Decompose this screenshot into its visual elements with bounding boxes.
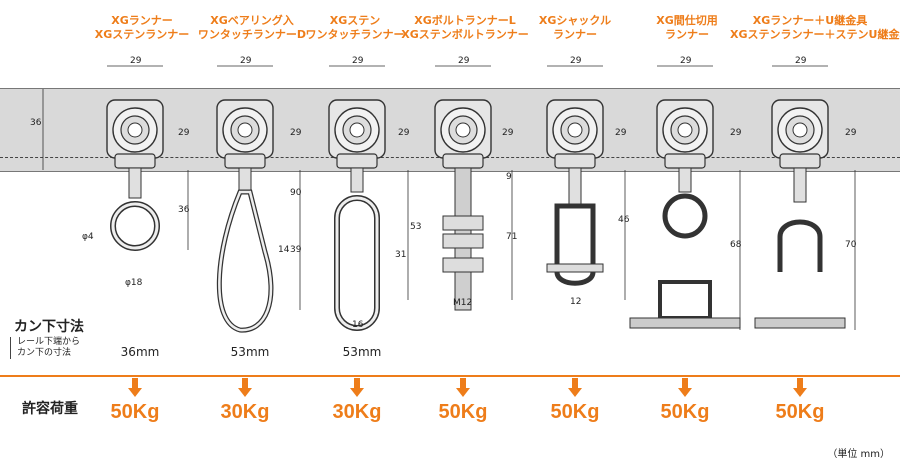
dim-height-1: 29 bbox=[178, 128, 190, 138]
runner-6 bbox=[629, 99, 741, 329]
title-product-5: XGシャックルランナー bbox=[538, 14, 612, 41]
dim-p2-a: 14 bbox=[278, 245, 290, 255]
dim-height-7: 29 bbox=[845, 128, 857, 138]
dim-p4-b: 71 bbox=[506, 232, 518, 242]
kan-value-1: 36mm bbox=[120, 345, 160, 359]
dim-width-3: 29 bbox=[352, 56, 364, 66]
dim-p2-b: 39 bbox=[290, 245, 302, 255]
dim-p3-b: 31 bbox=[395, 250, 407, 260]
dim-p1-ring: φ4 bbox=[82, 232, 94, 242]
runner-2 bbox=[216, 99, 274, 333]
dim-p3-a: 53 bbox=[410, 222, 422, 232]
dim-p5-w: 12 bbox=[570, 297, 582, 307]
runner-7 bbox=[754, 99, 846, 329]
kan-title: カン下寸法 bbox=[14, 319, 84, 335]
dim-p2-total: 90 bbox=[290, 188, 302, 198]
dim-width-6: 29 bbox=[680, 56, 692, 66]
kan-value-2: 53mm bbox=[230, 345, 270, 359]
dim-height-2: 29 bbox=[290, 128, 302, 138]
title-product-3: XGステンワンタッチランナー bbox=[305, 14, 405, 41]
runner-3 bbox=[328, 99, 386, 331]
divider-line bbox=[0, 375, 900, 377]
dim-height-4: 29 bbox=[502, 128, 514, 138]
dim-width-7: 29 bbox=[795, 56, 807, 66]
load-value-3: 30Kg bbox=[332, 401, 382, 423]
dim-p4-a: 9 bbox=[506, 172, 512, 182]
title-product-2: XGベアリング入ワンタッチランナーD bbox=[197, 14, 307, 41]
title-product-6: XG間仕切用ランナー bbox=[656, 14, 718, 41]
dim-p3-w: 16 bbox=[352, 320, 364, 330]
load-title: 許容荷重 bbox=[22, 401, 78, 417]
load-value-7: 50Kg bbox=[775, 401, 825, 423]
dim-width-2: 29 bbox=[240, 56, 252, 66]
runner-1 bbox=[106, 99, 164, 251]
runner-5 bbox=[546, 99, 604, 286]
load-value-5: 50Kg bbox=[550, 401, 600, 423]
kan-value-3: 53mm bbox=[342, 345, 382, 359]
load-value-6: 50Kg bbox=[660, 401, 710, 423]
load-value-2: 30Kg bbox=[220, 401, 270, 423]
dim-p7-a: 70 bbox=[845, 240, 857, 250]
dim-p6-a: 68 bbox=[730, 240, 742, 250]
dim-rail: 36 bbox=[30, 118, 42, 128]
dim-p1-dia: φ18 bbox=[125, 278, 143, 288]
runner-4 bbox=[434, 99, 492, 311]
dim-width-1: 29 bbox=[130, 56, 142, 66]
runner-diagram bbox=[42, 65, 856, 333]
dim-p1-drop: 36 bbox=[178, 205, 190, 215]
load-value-4: 50Kg bbox=[438, 401, 488, 423]
dim-height-6: 29 bbox=[730, 128, 742, 138]
dim-width-4: 29 bbox=[458, 56, 470, 66]
unit-note: （単位 mm） bbox=[827, 449, 890, 460]
dim-height-5: 29 bbox=[615, 128, 627, 138]
load-value-1: 50Kg bbox=[110, 401, 160, 423]
dim-p5-a: 46 bbox=[618, 215, 630, 225]
dim-height-3: 29 bbox=[398, 128, 410, 138]
dim-p4-thread: M12 bbox=[453, 298, 473, 308]
dim-width-5: 29 bbox=[570, 56, 582, 66]
kan-note: レール下端からカン下の寸法 bbox=[10, 337, 80, 359]
